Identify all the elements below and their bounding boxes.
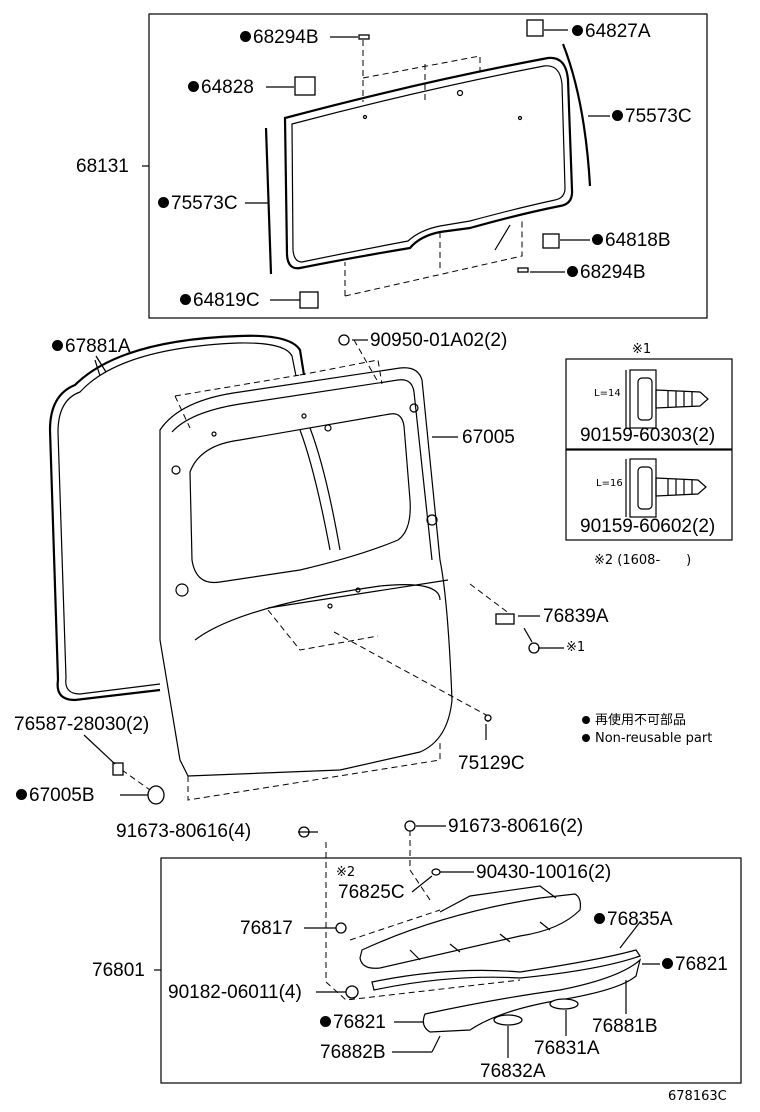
label-68294B-bottom: 68294B (567, 263, 646, 282)
label-76801: 76801 (92, 960, 145, 981)
nut-90182 (345, 985, 359, 999)
back-door-panel (159, 367, 453, 777)
label-76881B: 76881B (592, 1016, 658, 1037)
pad-64827A (526, 19, 544, 37)
clip-90430 (431, 868, 441, 876)
inset-note-2: ※2 (1608- ) (594, 553, 692, 568)
stopper-67005B (147, 785, 165, 805)
label-76839A: 76839A (543, 606, 609, 627)
non-reusable-dot-icon (320, 1016, 331, 1027)
bolt1-inset-drawing (625, 369, 709, 429)
label-75573C-right: 75573C (612, 107, 692, 126)
non-reusable-dot-icon (662, 958, 673, 969)
non-reusable-dot-icon (188, 81, 199, 92)
moulding-strip-left (264, 127, 273, 275)
label-91673-left: 91673-80616(4) (116, 821, 252, 842)
nut-76817 (335, 922, 347, 934)
garnish-76825C (359, 893, 582, 969)
label-64827A: 64827A (572, 22, 651, 41)
garnish-lower (422, 958, 642, 1033)
non-reusable-dot-icon (158, 197, 169, 208)
label-76832A: 76832A (480, 1061, 546, 1082)
non-reusable-dot-icon (612, 110, 623, 121)
screw-91673-right (404, 820, 416, 832)
back-door-glass (283, 56, 574, 270)
marker-76839A-screw: ※1 (566, 640, 586, 655)
emblem-76831A (549, 998, 579, 1010)
emblem-76832A (493, 1014, 523, 1026)
bolt-90950 (338, 334, 350, 346)
label-75573C-left: 75573C (158, 194, 238, 213)
cushion-76587 (112, 762, 124, 776)
non-reusable-dot-icon (16, 789, 27, 800)
moulding-strip-right (561, 43, 592, 187)
non-reusable-dot-icon (582, 716, 590, 724)
label-67881A: 67881A (52, 337, 131, 356)
non-reusable-dot-icon (567, 266, 578, 277)
bolt1-length: L=14 (594, 388, 621, 399)
label-76835A: 76835A (594, 910, 673, 929)
label-90950: 90950-01A02(2) (370, 330, 508, 351)
label-67005: 67005 (462, 427, 515, 448)
bolt1-part-number: 90159-60303(2) (580, 425, 716, 446)
inset-mark-1: ※1 (632, 342, 652, 357)
label-91673-right: 91673-80616(2) (448, 816, 584, 837)
label-64819C: 64819C (180, 291, 260, 310)
non-reusable-dot-icon (592, 234, 603, 245)
bracket-76839A (495, 613, 515, 625)
legend-japanese: 再使用不可部品 (582, 714, 686, 727)
label-76817: 76817 (240, 918, 293, 939)
pad-64818B (542, 233, 560, 249)
label-76825C: 76825C (338, 882, 405, 903)
non-reusable-dot-icon (572, 25, 583, 36)
label-90430: 90430-10016(2) (476, 862, 612, 883)
non-reusable-dot-icon (180, 294, 191, 305)
label-90182: 90182-06011(4) (168, 982, 302, 1003)
non-reusable-dot-icon (594, 913, 605, 924)
bolt-76839A-screw (528, 642, 540, 654)
clip-68294B-bottom (517, 267, 529, 273)
non-reusable-dot-icon (240, 31, 251, 42)
bolt2-length: L=16 (596, 478, 623, 489)
label-67005B: 67005B (16, 786, 95, 805)
label-76831A: 76831A (534, 1038, 600, 1059)
label-76821-left: 76821 (320, 1013, 386, 1032)
bolt2-inset-drawing (625, 458, 707, 518)
label-76882B: 76882B (320, 1042, 386, 1063)
legend-english: Non-reusable part (582, 732, 712, 745)
marker-76825C: ※2 (336, 865, 356, 880)
label-76587: 76587-28030(2) (14, 714, 150, 735)
clip-75129C (484, 714, 492, 722)
pad-64819C (299, 291, 319, 309)
non-reusable-dot-icon (582, 734, 590, 742)
bolt1-inset-frame (565, 358, 733, 450)
non-reusable-dot-icon (52, 340, 63, 351)
label-75129C: 75129C (458, 753, 525, 774)
bolt2-part-number: 90159-60602(2) (580, 516, 716, 537)
label-68131: 68131 (76, 156, 129, 177)
clip-68294B-top (358, 34, 370, 40)
label-76821-right: 76821 (662, 955, 728, 974)
bolt2-inset-frame (565, 449, 733, 541)
garnish-section-frame (160, 857, 742, 1084)
label-68294B-top: 68294B (240, 28, 319, 47)
weatherstrip-67881A (48, 334, 306, 702)
figure-code: 678163C (668, 1089, 727, 1104)
label-64828: 64828 (188, 78, 254, 97)
label-64818B: 64818B (592, 231, 671, 250)
pad-64828 (294, 76, 316, 96)
moulding-76835A (371, 949, 641, 991)
